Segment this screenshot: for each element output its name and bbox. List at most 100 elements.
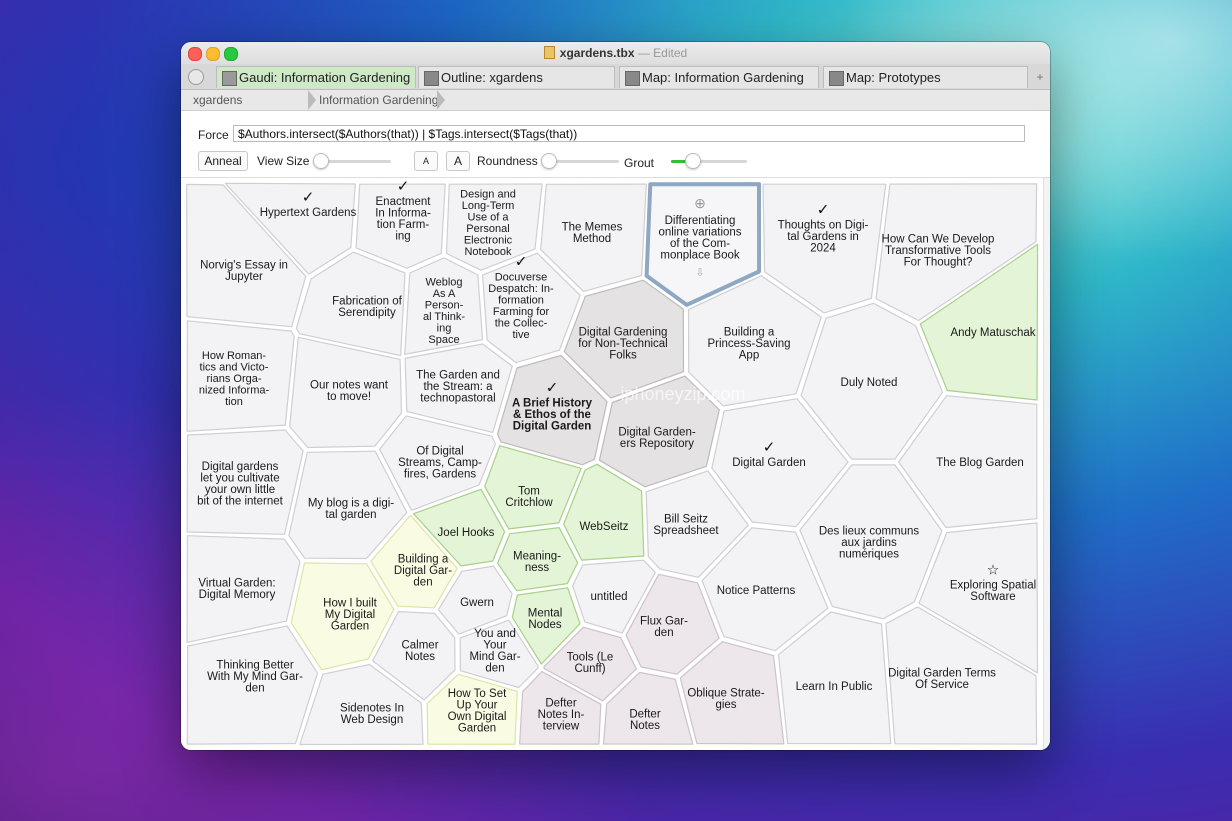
note-cell-shape[interactable] <box>295 251 406 357</box>
font-larger-button[interactable]: A <box>446 151 470 171</box>
add-tab-button[interactable]: + <box>1036 70 1044 84</box>
view-size-slider-track[interactable] <box>317 160 391 163</box>
note-cell-gwern[interactable]: Gwern <box>437 565 513 635</box>
note-cell-myblog[interactable]: My blog is a digi-tal garden <box>288 450 408 560</box>
note-cell-shape[interactable] <box>370 515 458 609</box>
note-cell-shape[interactable] <box>602 671 694 745</box>
note-cell-shape[interactable] <box>701 527 829 652</box>
breadcrumb-item-information-gardening[interactable]: Information Gardening <box>319 93 439 107</box>
tab-map-prototypes[interactable]: Map: Prototypes <box>823 66 1028 88</box>
roundness-slider-knob[interactable] <box>541 153 557 169</box>
note-cell-shape[interactable] <box>426 673 518 745</box>
note-cell-shape[interactable] <box>711 398 849 528</box>
note-cell-shape[interactable] <box>482 252 581 364</box>
minimize-button[interactable] <box>206 47 220 61</box>
note-cell-shape[interactable] <box>898 395 1038 529</box>
note-cell-shape[interactable] <box>687 275 822 407</box>
note-cell-dg_repo[interactable]: Digital Garden-ers Repository <box>598 375 720 488</box>
note-cell-webseitz[interactable]: WebSeitz <box>563 463 645 561</box>
note-cell-andy[interactable]: Andy Matuschak <box>919 243 1039 401</box>
note-cell-shape[interactable] <box>679 641 785 745</box>
note-cell-hypertext[interactable]: ✓Hypertext Gardens <box>224 182 357 275</box>
note-cell-virtual[interactable]: Virtual Garden:Digital Memory <box>186 535 301 643</box>
note-cell-shape[interactable] <box>186 535 301 643</box>
note-cell-shape[interactable] <box>484 445 582 530</box>
tab-outline[interactable]: Outline: xgardens <box>418 66 615 88</box>
grout-slider-track[interactable] <box>671 160 747 163</box>
note-cell-shape[interactable] <box>289 336 403 449</box>
note-cell-shape[interactable] <box>598 375 720 488</box>
note-cell-shape[interactable] <box>799 464 943 620</box>
anneal-button[interactable]: Anneal <box>198 151 248 171</box>
note-cell-shape[interactable] <box>290 562 395 671</box>
note-cell-shape[interactable] <box>885 606 1038 745</box>
vertical-scrollbar[interactable] <box>1043 178 1050 750</box>
note-cell-shape[interactable] <box>186 429 304 535</box>
note-cell-shape[interactable] <box>777 611 892 745</box>
note-cell-digitalgarden[interactable]: ✓Digital Garden <box>711 398 849 528</box>
note-cell-dulynoted[interactable]: Duly Noted <box>800 302 944 460</box>
font-smaller-button[interactable]: A <box>414 151 438 171</box>
note-cell-shape[interactable] <box>186 183 307 328</box>
note-cell-shape[interactable] <box>404 257 484 355</box>
tab-bar-toggle-icon[interactable] <box>188 69 204 85</box>
tab-map-information-gardening[interactable]: Map: Information Gardening <box>619 66 819 88</box>
tab-gaudi[interactable]: Gaudi: Information Gardening <box>216 66 416 88</box>
note-cell-bloggarden[interactable]: The Blog Garden <box>898 395 1038 529</box>
breadcrumb-item-xgardens[interactable]: xgardens <box>193 93 243 107</box>
note-cell-shape[interactable] <box>288 450 408 560</box>
roundness-slider-track[interactable] <box>547 160 619 163</box>
note-cell-shape[interactable] <box>404 343 513 433</box>
note-cell-shape[interactable] <box>412 488 506 567</box>
note-cell-shape[interactable] <box>875 183 1038 322</box>
note-cell-noticepatterns[interactable]: Notice Patterns <box>701 527 829 652</box>
note-cell-shape[interactable] <box>186 625 319 745</box>
zoom-button[interactable] <box>224 47 238 61</box>
note-cell-shape[interactable] <box>299 663 424 746</box>
note-cell-joel[interactable]: Joel Hooks <box>412 488 506 567</box>
note-cell-shape[interactable] <box>445 183 543 271</box>
note-cell-meaningness[interactable]: Meaning-ness <box>497 527 579 592</box>
force-expression-input[interactable]: $Authors.intersect($Authors(that)) | $Ta… <box>233 125 1025 142</box>
note-cell-romantics[interactable]: How Roman-tics and Victo-rians Orga-nize… <box>186 320 295 432</box>
note-cell-shape[interactable] <box>919 243 1039 401</box>
note-cell-fluxgarden[interactable]: Flux Gar-den <box>625 573 720 675</box>
note-cell-untitled[interactable]: untitled <box>572 559 656 634</box>
note-cell-shape[interactable] <box>918 522 1039 674</box>
note-cell-shape[interactable] <box>224 182 356 275</box>
note-cell-shape[interactable] <box>563 463 645 561</box>
drill-down-arrow-icon[interactable]: ⇩ <box>695 267 704 279</box>
note-cell-shape[interactable] <box>644 182 762 307</box>
view-size-slider-knob[interactable] <box>313 153 329 169</box>
note-cell-shape[interactable] <box>572 559 656 634</box>
note-cell-shape[interactable] <box>625 573 720 675</box>
